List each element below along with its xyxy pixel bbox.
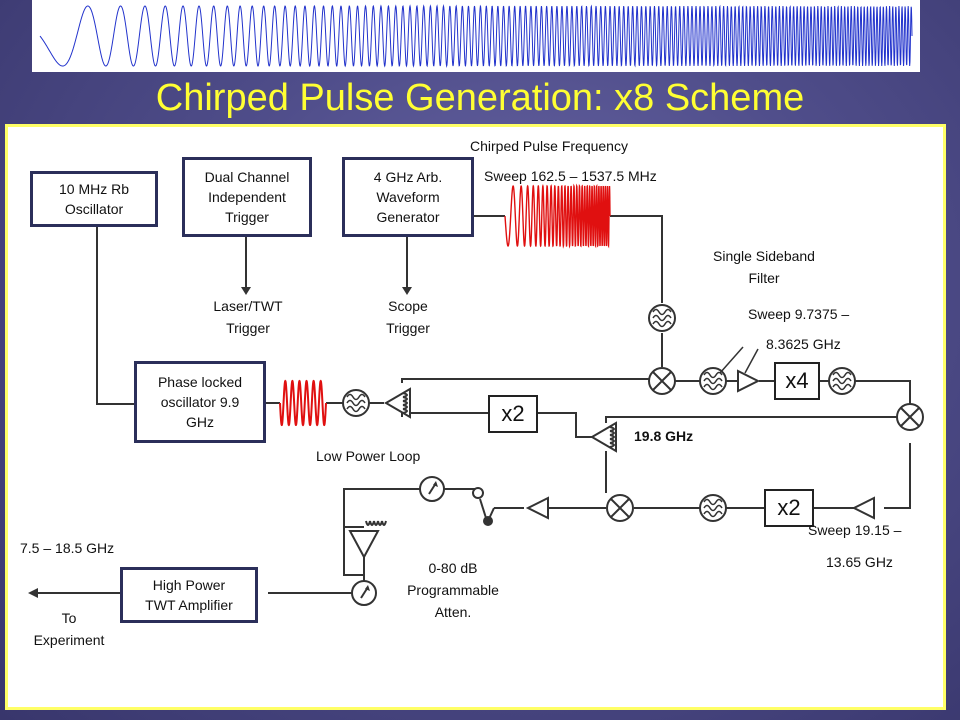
filter-icon xyxy=(342,389,370,417)
connection-lines xyxy=(36,215,911,594)
sweep-pointer-line xyxy=(744,348,759,374)
amplifier-icon xyxy=(851,496,875,520)
power-meter-icon xyxy=(419,476,445,502)
dual-trigger-box: Dual Channel Independent Trigger xyxy=(182,157,312,237)
to-experiment-label: To Experiment xyxy=(33,610,105,648)
sweep-x4-label: Sweep 9.7375 – xyxy=(748,306,850,322)
x4-multiplier: x4 xyxy=(774,362,820,400)
coupler-coil-icon xyxy=(402,392,408,414)
twt-amplifier-box: High Power TWT Amplifier xyxy=(120,567,258,623)
attenuator-label: 0-80 dB Programmable Atten. xyxy=(407,560,499,620)
filter-icon xyxy=(828,367,856,395)
amplifier-icon xyxy=(525,496,549,520)
page-title: Chirped Pulse Generation: x8 Scheme xyxy=(155,77,805,119)
arrow-down-icon xyxy=(402,287,412,295)
sweep-final-end-label: 13.65 GHz xyxy=(826,554,893,570)
x2-multiplier-lower: x2 xyxy=(764,489,814,527)
ssb-filter-label: Single Sideband Filter xyxy=(713,248,815,286)
sweep-x4-end-label: 8.3625 GHz xyxy=(766,336,841,352)
low-power-loop-label: Low Power Loop xyxy=(316,448,421,464)
rb-oscillator-box: 10 MHz Rb Oscillator xyxy=(30,171,158,227)
diagram-symbols xyxy=(28,183,924,606)
diagram-panel: 10 MHz Rb Oscillator Dual Channel Indepe… xyxy=(5,124,946,710)
output-range-label: 7.5 – 18.5 GHz xyxy=(20,540,115,556)
mixer-icon xyxy=(648,367,676,395)
coupler-coil-icon xyxy=(609,426,615,448)
coupler-coil-icon xyxy=(365,520,387,526)
amplifier-icon xyxy=(737,369,761,393)
power-meter-icon xyxy=(351,580,377,606)
ssb-pointer-line xyxy=(719,346,744,374)
waveform-banner xyxy=(32,0,920,72)
filter-icon xyxy=(648,304,676,332)
scope-trigger-label: Scope Trigger xyxy=(386,298,430,336)
chirp-banner-waveform-icon xyxy=(39,4,913,68)
awg-box: 4 GHz Arb. Waveform Generator xyxy=(342,157,474,237)
freq-19-8-label: 19.8 GHz xyxy=(634,428,694,444)
pll-box: Phase locked oscillator 9.9 GHz xyxy=(134,361,266,443)
block-diagram xyxy=(28,183,924,606)
power-splitter-icon xyxy=(348,530,380,560)
mixer-icon xyxy=(896,403,924,431)
arrow-down-icon xyxy=(241,287,251,295)
mixer-icon xyxy=(606,494,634,522)
chirp-sweep-label: Sweep 162.5 – 1537.5 MHz xyxy=(484,168,657,184)
arrow-left-icon xyxy=(28,588,38,598)
filter-icon xyxy=(699,367,727,395)
sweep-final-label: Sweep 19.15 – xyxy=(808,522,902,538)
banner-chirp-path xyxy=(39,4,913,68)
sine-waveform-icon xyxy=(279,379,327,427)
chirp-frequency-label: Chirped Pulse Frequency xyxy=(470,138,628,154)
switch-icon xyxy=(472,487,495,526)
filter-icon xyxy=(699,494,727,522)
x2-multiplier-upper: x2 xyxy=(488,395,538,433)
laser-twt-trigger-label: Laser/TWT Trigger xyxy=(213,298,283,336)
chirp-waveform-icon xyxy=(504,183,611,249)
